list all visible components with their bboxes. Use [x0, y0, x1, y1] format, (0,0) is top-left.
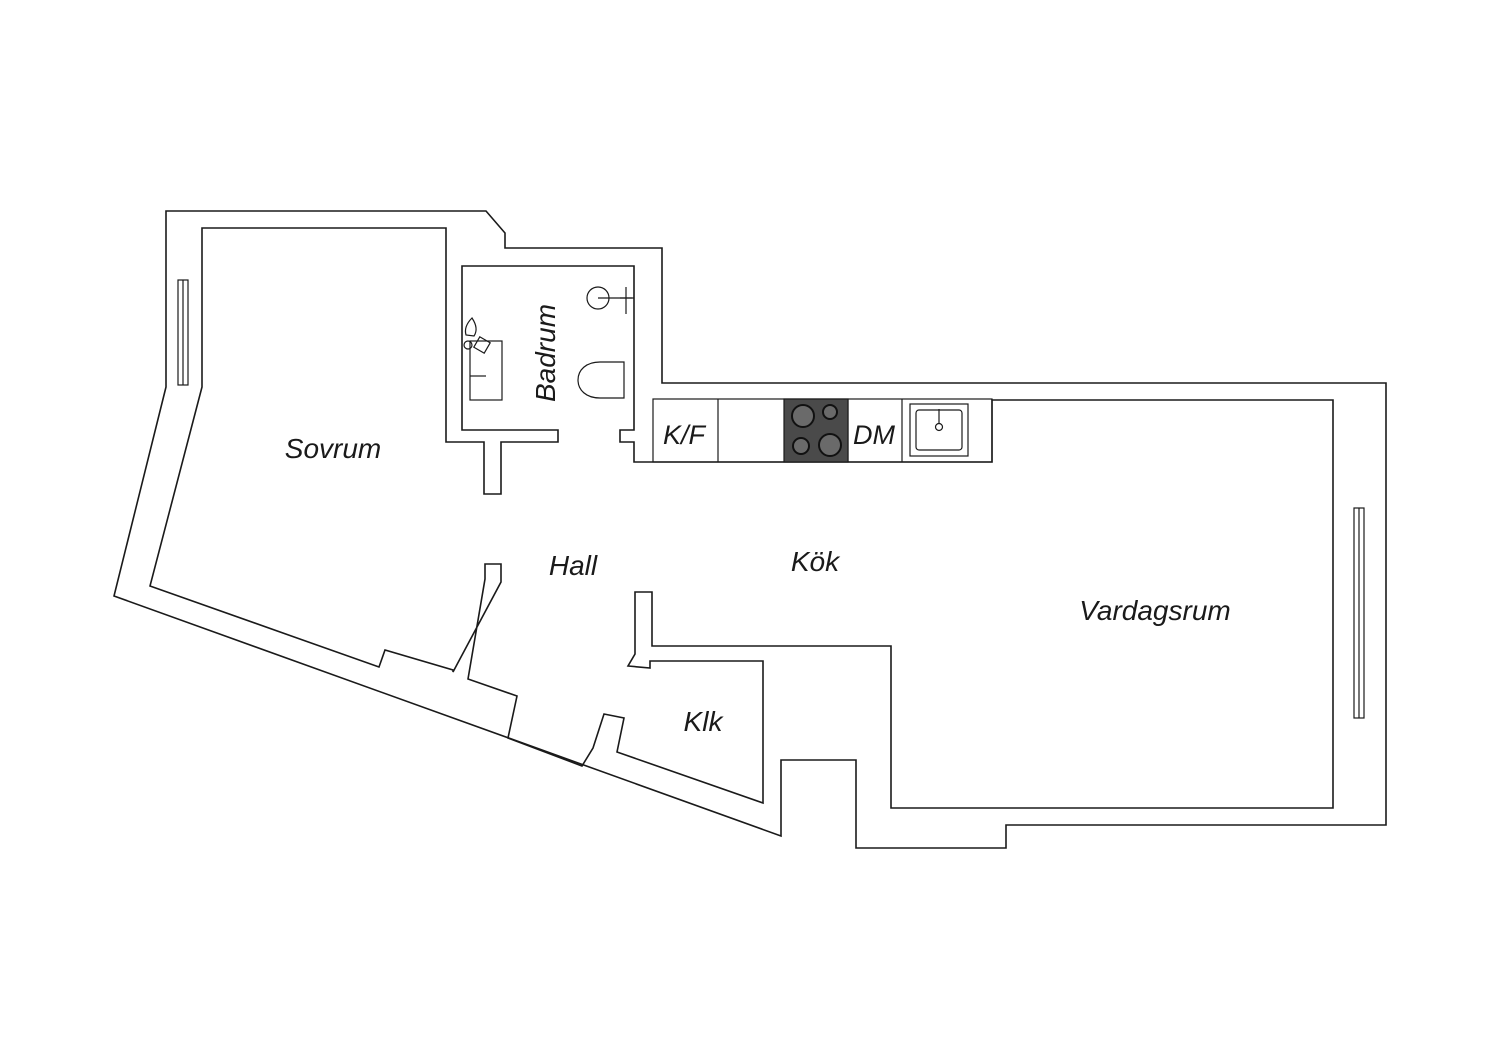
toilet-icon — [577, 361, 625, 399]
room-label-vardagsrum: Vardagsrum — [1079, 595, 1230, 626]
sink-icon — [463, 317, 503, 401]
appliance-label-kf: K/F — [663, 420, 707, 450]
room-label-badrum: Badrum — [530, 304, 561, 402]
appliance-label-dm: DM — [853, 420, 895, 450]
stove-icon — [783, 398, 849, 463]
shower-icon — [586, 286, 634, 314]
room-label-kok: Kök — [791, 546, 841, 577]
sovrum-inner-wall — [149, 227, 1334, 809]
outer-wall — [113, 210, 1387, 849]
window-icon — [1353, 507, 1365, 719]
window-icon — [177, 279, 189, 386]
room-label-sovrum: Sovrum — [285, 433, 381, 464]
room-label-hall: Hall — [549, 550, 598, 581]
kitchen-sink-icon — [909, 403, 969, 457]
room-label-klk: Klk — [684, 706, 725, 737]
